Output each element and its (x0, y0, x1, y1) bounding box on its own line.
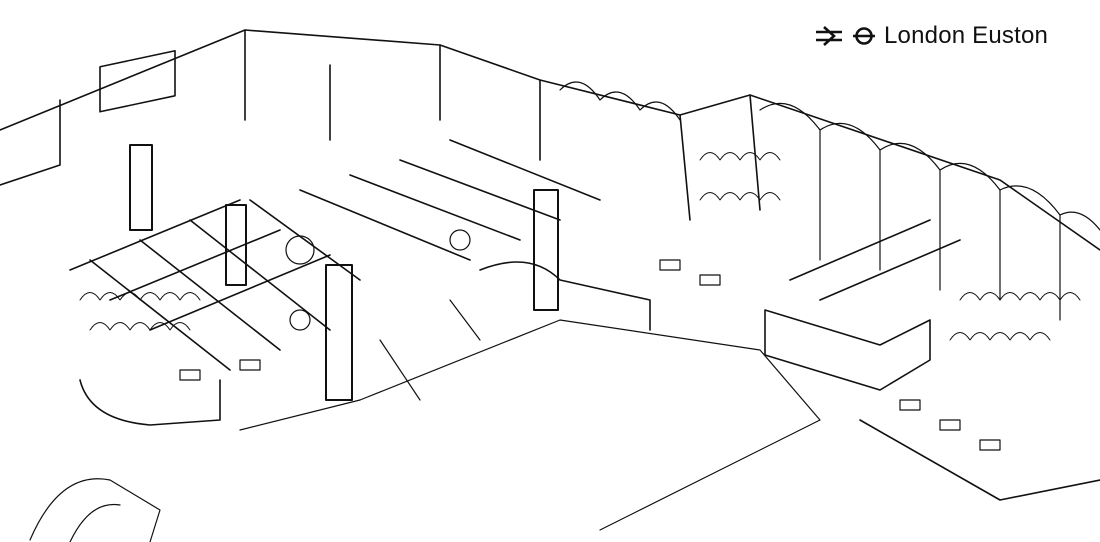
underground-roundel-icon (853, 27, 875, 45)
national-rail-icon (816, 26, 842, 46)
back-walls (0, 29, 1100, 251)
foliage (79, 152, 1081, 341)
planters (79, 261, 1100, 501)
station-name: London Euston (884, 22, 1049, 49)
columns (129, 144, 559, 401)
concourse-floor (29, 299, 821, 542)
pergola-beams (69, 139, 961, 371)
furniture (179, 229, 1001, 451)
glazed-arches (559, 81, 1100, 321)
station-logo: London Euston (814, 22, 1048, 50)
